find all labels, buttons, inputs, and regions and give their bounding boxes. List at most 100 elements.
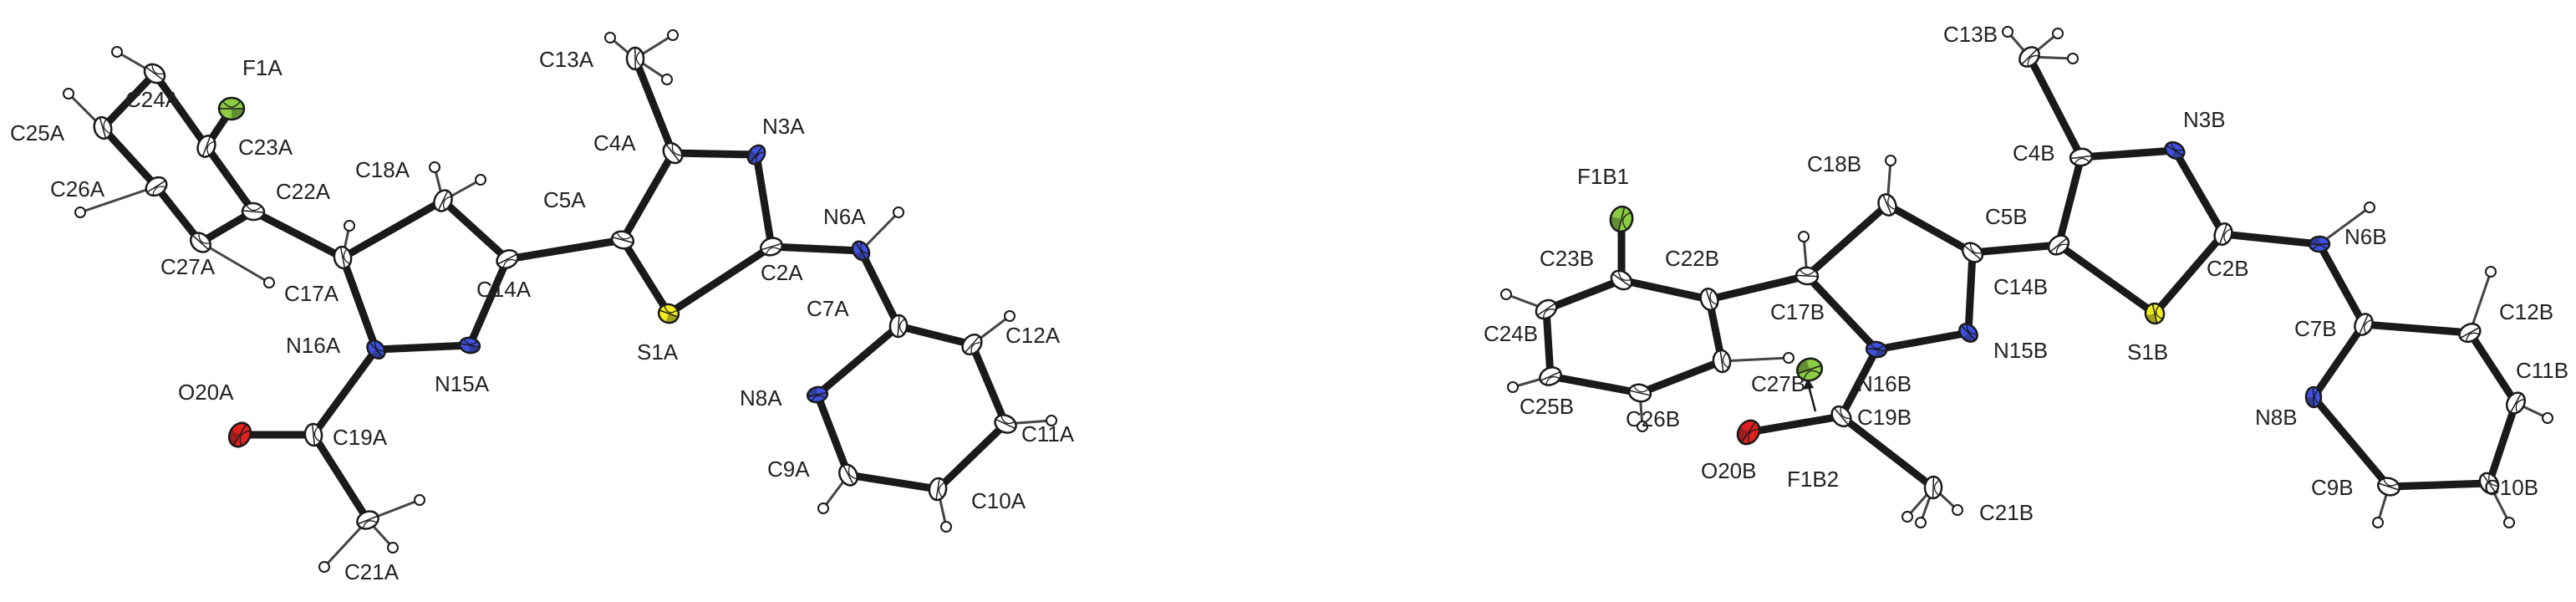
- ellipsoid-arc: [2055, 243, 2069, 255]
- bond: [372, 341, 474, 354]
- ellipsoid-arc: [2312, 244, 2328, 251]
- hydrogen-atom: [74, 207, 86, 218]
- bond: [202, 142, 257, 216]
- ellipsoid-axis: [1834, 407, 1849, 426]
- atom-ellipsoid: [625, 46, 645, 71]
- atom-label: C10A: [971, 488, 1026, 513]
- atom-label: C12A: [1005, 323, 1061, 348]
- hydrogen-atom: [2542, 412, 2553, 424]
- hydrogen-atom: [2485, 266, 2497, 278]
- bond: [2485, 399, 2520, 487]
- atom-label: C21A: [344, 559, 400, 584]
- bond: [1546, 372, 1644, 397]
- atom-label: C19B: [1857, 405, 1912, 430]
- ellipsoid-arc: [1887, 195, 1896, 211]
- ellipsoid-octant: [1738, 426, 1749, 443]
- ellipsoid-axis: [761, 242, 782, 251]
- bond: [1872, 329, 1973, 354]
- ellipsoid-axis: [369, 341, 384, 358]
- hydrogen-atom: [2503, 517, 2515, 528]
- bond: [813, 322, 903, 399]
- hydrogen-atom: [318, 561, 330, 573]
- ellipsoid-axis: [497, 253, 517, 265]
- atom-label: C24B: [1484, 321, 1538, 346]
- bond: [2309, 320, 2368, 401]
- atom-label: F1B2: [1787, 467, 1839, 492]
- ellipsoid-arc: [1966, 324, 1978, 335]
- atom-label: C11B: [2516, 358, 2568, 383]
- ellipsoid-arc: [2488, 473, 2499, 487]
- ellipsoid-axis: [2378, 482, 2400, 491]
- ellipsoid-arc: [502, 258, 517, 268]
- ellipsoid-arc: [1633, 385, 1649, 393]
- ellipsoid-axis: [2359, 314, 2369, 335]
- atom-ellipsoid: [610, 230, 635, 250]
- hydrogen-atom: [1915, 517, 1927, 528]
- bond: [2171, 146, 2227, 238]
- atom-label: C26B: [1626, 406, 1680, 431]
- hydrogen-atom: [1004, 310, 1016, 322]
- ellipsoid-axis: [612, 236, 634, 244]
- atom-label: C26A: [50, 176, 105, 202]
- atom-label: C7B: [2294, 316, 2337, 341]
- ellipsoid-axis: [1719, 350, 1724, 372]
- ellipsoid-octant: [854, 251, 867, 261]
- bond: [309, 431, 372, 524]
- atom-label: N15B: [1993, 338, 2048, 363]
- atom-label: C21B: [1979, 500, 2034, 525]
- ellipsoid-arc: [2382, 478, 2399, 487]
- hydrogen-atom: [2067, 53, 2079, 64]
- h-bond: [859, 211, 900, 253]
- atom-label: C22A: [276, 179, 331, 204]
- atom-ellipsoid: [2019, 46, 2040, 68]
- atom-label: N8A: [740, 385, 782, 411]
- atom-ellipsoid: [851, 240, 871, 262]
- ellipsoid-axis: [2460, 327, 2480, 339]
- bond: [844, 471, 942, 493]
- atom-label: F1A: [242, 55, 283, 80]
- bond: [1968, 241, 2063, 257]
- ellipsoid-arc: [755, 151, 766, 164]
- atom-ellipsoid: [1961, 242, 1984, 263]
- atom-ellipsoid: [458, 336, 481, 355]
- atom-label: O20A: [178, 380, 234, 405]
- hydrogen-atom: [1885, 155, 1896, 166]
- ellipsoid-arc: [239, 430, 251, 446]
- ellipsoid-axis: [2070, 155, 2092, 160]
- ellipsoid-axis: [1629, 390, 1651, 396]
- ellipsoid-arc: [2155, 304, 2163, 320]
- ellipsoid-arc: [362, 520, 378, 529]
- ellipsoid-arc: [343, 248, 350, 265]
- bond: [767, 242, 865, 255]
- ellipsoid-arc: [1969, 242, 1983, 254]
- ellipsoid-axis: [897, 314, 900, 338]
- h-bond: [2319, 206, 2370, 246]
- ellipsoid-axis: [854, 242, 868, 260]
- atom-label: C2B: [2207, 256, 2249, 281]
- hydrogen-atom: [1046, 415, 1057, 426]
- atom-label: C19A: [333, 425, 388, 450]
- ellipsoid-arc: [2515, 398, 2525, 413]
- ellipsoid-octant: [1963, 333, 1976, 342]
- bond: [752, 150, 776, 251]
- ellipsoid-octant: [370, 349, 384, 359]
- ellipsoid-arc: [938, 482, 945, 498]
- ellipsoid-axis: [2021, 48, 2038, 65]
- bond: [1636, 357, 1726, 397]
- h-bond: [1721, 356, 1789, 363]
- bond: [2315, 240, 2368, 329]
- bond: [934, 420, 1010, 493]
- ellipsoid-octant: [2309, 237, 2319, 245]
- ellipsoid-arc: [2074, 157, 2090, 165]
- atom-ellipsoid: [961, 333, 983, 356]
- bond: [309, 345, 380, 439]
- ellipsoid-octant: [2306, 397, 2314, 407]
- ellipsoid-arc: [765, 247, 781, 255]
- hydrogen-atom: [387, 542, 399, 554]
- ellipsoid-octant: [1797, 359, 1810, 374]
- atom-ellipsoid: [888, 314, 909, 339]
- atom-label: C23A: [238, 135, 293, 160]
- ellipsoid-octant: [2146, 314, 2157, 324]
- atom-ellipsoid: [356, 510, 379, 530]
- atom-ellipsoid: [1958, 323, 1978, 343]
